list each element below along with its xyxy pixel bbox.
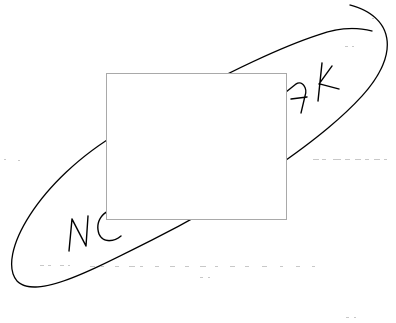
scan-noise	[4, 18, 387, 318]
handwritten-letter-a	[285, 82, 308, 114]
handwritten-loop	[11, 4, 388, 288]
redaction-box	[106, 73, 287, 220]
handwritten-letter-k	[317, 62, 340, 102]
handwritten-letter-n	[68, 215, 89, 252]
